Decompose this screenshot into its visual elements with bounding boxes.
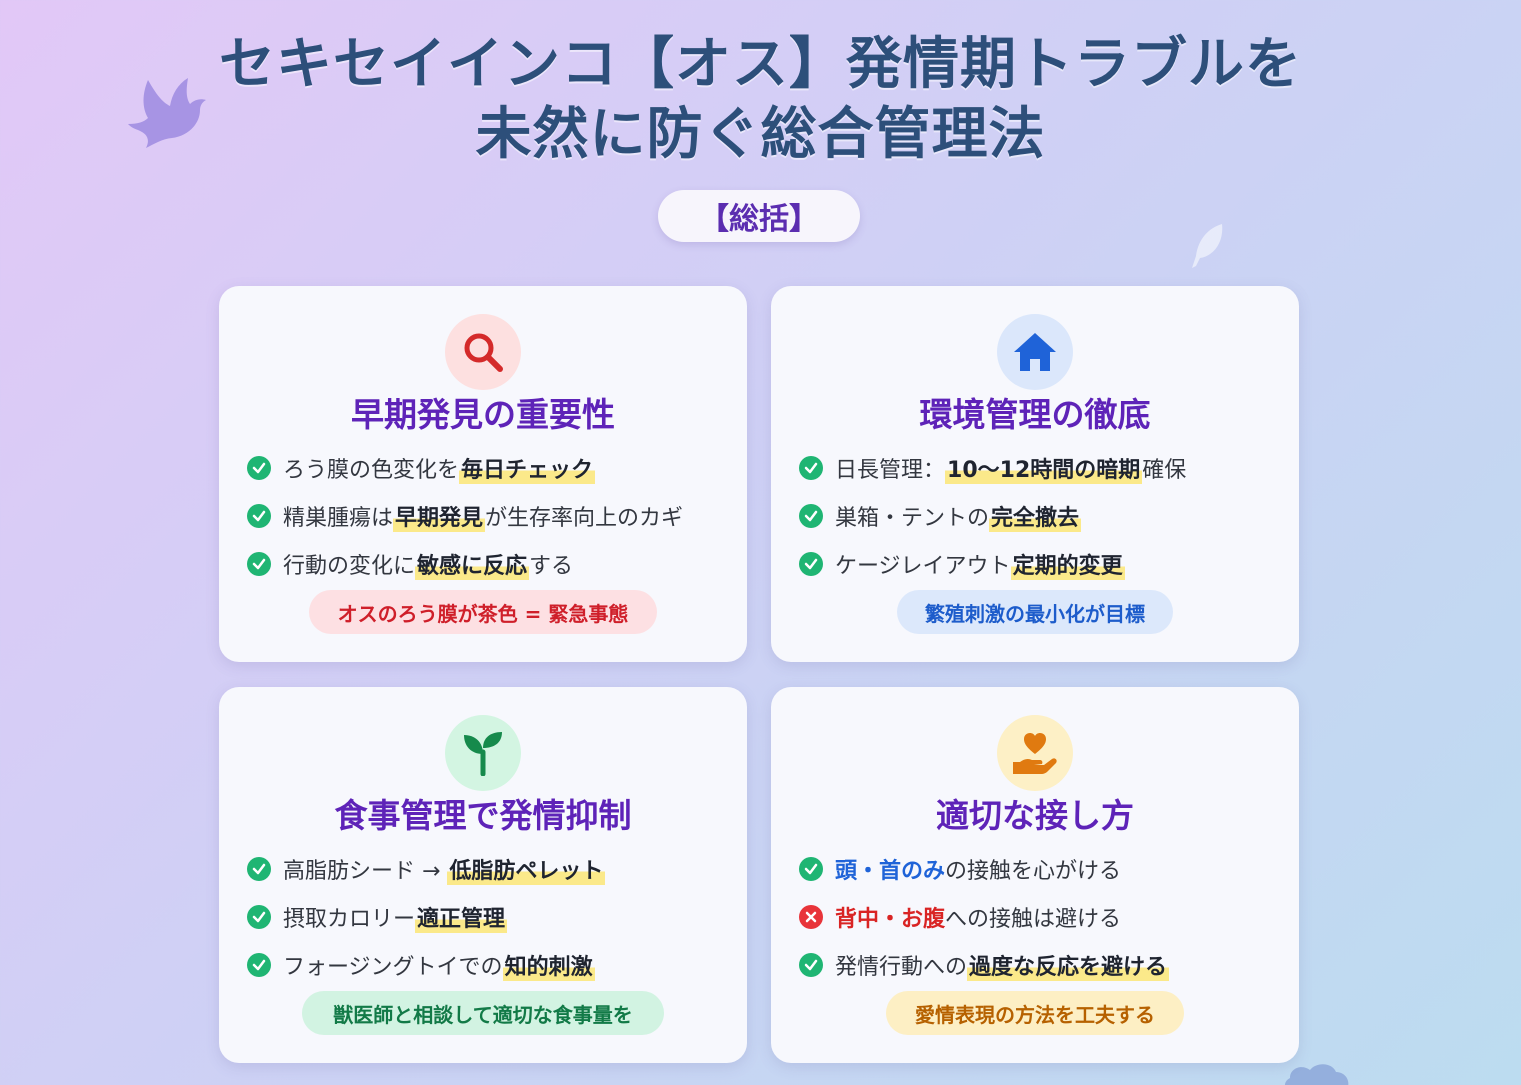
check-circle-icon bbox=[247, 857, 271, 881]
check-circle-icon bbox=[247, 456, 271, 480]
item-highlight: 低脂肪ペレット bbox=[447, 853, 606, 885]
home-icon bbox=[1014, 333, 1056, 371]
list-item: 行動の変化に敏感に反応する bbox=[247, 540, 737, 588]
bird-icon bbox=[128, 78, 206, 148]
feather-icon bbox=[1192, 224, 1223, 268]
item-text: 日長管理： bbox=[835, 458, 946, 483]
card-item-list: ろう膜の色変化を毎日チェック 精巣腫瘍は早期発見が生存率向上のカギ 行動の変化に… bbox=[247, 444, 737, 588]
card-early-detection: 早期発見の重要性 ろう膜の色変化を毎日チェック 精巣腫瘍は早期発見が生存率向上の… bbox=[219, 286, 747, 662]
card-badge: オスのろう膜が茶色 = 緊急事態 bbox=[309, 590, 657, 634]
list-item: ろう膜の色変化を毎日チェック bbox=[247, 444, 737, 492]
list-item: 高脂肪シード → 低脂肪ペレット bbox=[247, 845, 737, 893]
check-circle-icon bbox=[799, 504, 823, 528]
page-title: セキセイインコ【オス】発情期トラブルを 未然に防ぐ総合管理法 bbox=[0, 30, 1521, 170]
card-badge: 繁殖刺激の最小化が目標 bbox=[897, 590, 1173, 634]
item-highlight: 早期発見 bbox=[393, 500, 486, 532]
list-item: 摂取カロリー適正管理 bbox=[247, 893, 737, 941]
list-item: 背中・お腹への接触は避ける bbox=[799, 893, 1289, 941]
list-item: 発情行動への過度な反応を避ける bbox=[799, 941, 1289, 989]
list-item: フォージングトイでの知的刺激 bbox=[247, 941, 737, 989]
check-circle-icon bbox=[799, 857, 823, 881]
card-title: 適切な接し方 bbox=[936, 796, 1134, 835]
list-item: 巣箱・テントの完全撤去 bbox=[799, 492, 1289, 540]
card-environment: 環境管理の徹底 日長管理：10〜12時間の暗期確保 巣箱・テントの完全撤去 ケー… bbox=[771, 286, 1299, 662]
check-circle-icon bbox=[799, 552, 823, 576]
check-circle-icon bbox=[247, 504, 271, 528]
item-text-suffix: が生存率向上のカギ bbox=[485, 506, 684, 531]
item-highlight: 定期的変更 bbox=[1010, 548, 1125, 580]
seedling-icon bbox=[464, 732, 502, 776]
card-item-list: 高脂肪シード → 低脂肪ペレット 摂取カロリー適正管理 フォージングトイでの知的… bbox=[247, 845, 737, 989]
list-item: 頭・首のみの接触を心がける bbox=[799, 845, 1289, 893]
card-icon-circle bbox=[997, 314, 1073, 390]
card-title: 食事管理で発情抑制 bbox=[334, 796, 632, 835]
item-text: 行動の変化に bbox=[283, 554, 416, 579]
check-circle-icon bbox=[247, 953, 271, 977]
check-circle-icon bbox=[247, 552, 271, 576]
item-text: フォージングトイでの bbox=[283, 955, 503, 980]
item-highlight: 過度な反応を避ける bbox=[967, 949, 1170, 981]
item-text-suffix: の接触を心がける bbox=[945, 859, 1122, 884]
check-circle-icon bbox=[799, 456, 823, 480]
card-icon-circle bbox=[445, 314, 521, 390]
card-item-list: 日長管理：10〜12時間の暗期確保 巣箱・テントの完全撤去 ケージレイアウト定期… bbox=[799, 444, 1289, 588]
list-item: ケージレイアウト定期的変更 bbox=[799, 540, 1289, 588]
check-circle-icon bbox=[247, 905, 271, 929]
cloud-icon bbox=[1285, 1064, 1349, 1085]
card-icon-circle bbox=[445, 715, 521, 791]
item-text-suffix: への接触は避ける bbox=[945, 907, 1122, 932]
item-text: 巣箱・テントの bbox=[835, 506, 990, 531]
item-text: 精巣腫瘍は bbox=[283, 506, 394, 531]
item-text: 発情行動への bbox=[835, 955, 968, 980]
item-highlight: 毎日チェック bbox=[459, 452, 596, 484]
x-circle-icon bbox=[799, 905, 823, 929]
summary-label: 【総括】 bbox=[658, 190, 860, 242]
search-icon bbox=[464, 333, 503, 372]
item-text: 摂取カロリー bbox=[283, 907, 416, 932]
item-highlight: 敏感に反応 bbox=[415, 548, 530, 580]
list-item: 精巣腫瘍は早期発見が生存率向上のカギ bbox=[247, 492, 737, 540]
card-badge: 愛情表現の方法を工夫する bbox=[886, 991, 1184, 1035]
card-icon-circle bbox=[997, 715, 1073, 791]
hand-holding-heart-icon bbox=[1013, 733, 1057, 774]
item-text: ケージレイアウト bbox=[835, 554, 1011, 579]
list-item: 日長管理：10〜12時間の暗期確保 bbox=[799, 444, 1289, 492]
check-circle-icon bbox=[799, 953, 823, 977]
item-highlight: 適正管理 bbox=[415, 901, 508, 933]
card-interaction: 適切な接し方 頭・首のみの接触を心がける 背中・お腹への接触は避ける 発情行動へ… bbox=[771, 687, 1299, 1063]
item-highlight: 知的刺激 bbox=[502, 949, 595, 981]
item-text: 高脂肪シード → bbox=[283, 859, 448, 884]
card-diet: 食事管理で発情抑制 高脂肪シード → 低脂肪ペレット 摂取カロリー適正管理 フォ… bbox=[219, 687, 747, 1063]
page-title-line-1: セキセイインコ【オス】発情期トラブルを bbox=[219, 32, 1302, 97]
item-highlight: 完全撤去 bbox=[989, 500, 1082, 532]
page-title-line-2: 未然に防ぐ総合管理法 bbox=[475, 102, 1046, 167]
item-highlight: 10〜12時間の暗期 bbox=[945, 452, 1143, 484]
card-item-list: 頭・首のみの接触を心がける 背中・お腹への接触は避ける 発情行動への過度な反応を… bbox=[799, 845, 1289, 989]
item-text: ろう膜の色変化を bbox=[283, 458, 460, 483]
card-title: 早期発見の重要性 bbox=[351, 395, 615, 434]
card-title: 環境管理の徹底 bbox=[919, 395, 1151, 434]
item-emphasis-red: 背中・お腹 bbox=[835, 907, 946, 932]
card-badge: 獣医師と相談して適切な食事量を bbox=[302, 991, 664, 1035]
item-emphasis-blue: 頭・首のみ bbox=[835, 859, 946, 884]
item-text-suffix: 確保 bbox=[1142, 458, 1187, 483]
item-text-suffix: する bbox=[529, 554, 574, 579]
